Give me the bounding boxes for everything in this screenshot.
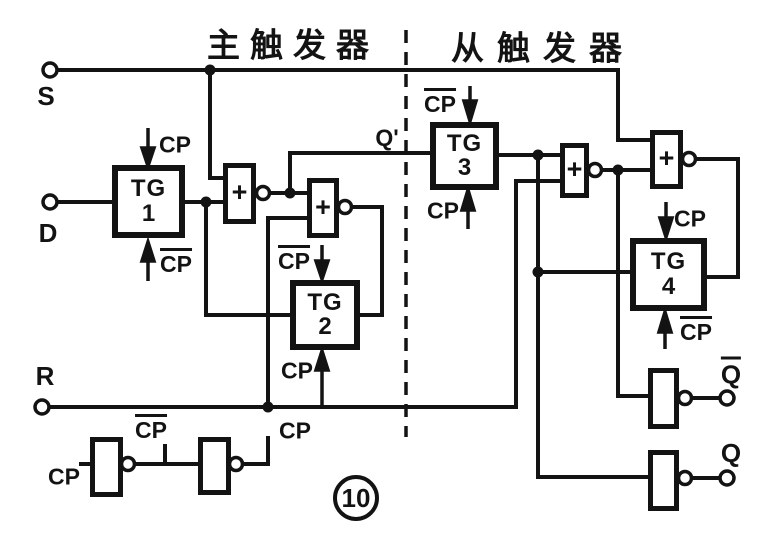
terminal-circles bbox=[33, 61, 736, 487]
d-input-label: D bbox=[38, 218, 58, 248]
tg3-box: TG 3 bbox=[430, 122, 499, 190]
s-input-label: S bbox=[37, 81, 55, 111]
terminal-s bbox=[41, 61, 59, 79]
bubble-nor3 bbox=[586, 161, 604, 179]
tg3-top-cpbar-label: CP bbox=[424, 88, 456, 116]
q-prime-label: Q' bbox=[375, 124, 399, 151]
terminal-r bbox=[33, 398, 51, 416]
tg3-number: 3 bbox=[457, 154, 472, 182]
arrow-down-icon bbox=[657, 216, 675, 243]
wire-s-branch bbox=[208, 70, 224, 180]
terminal-q bbox=[718, 469, 736, 487]
tg2-bottom-cp-label: CP bbox=[281, 357, 313, 384]
r-input-label: R bbox=[35, 361, 55, 391]
nor3-symbol: + bbox=[566, 154, 583, 184]
wire-cp-out bbox=[242, 436, 270, 466]
wire-slave-node-to-q bbox=[536, 155, 649, 479]
junction-dot bbox=[532, 149, 544, 161]
wire-nor4-to-tg4 bbox=[695, 157, 740, 279]
tg2-top-cpbar-label: CP bbox=[278, 245, 310, 273]
wire-nor3-to-qbar bbox=[616, 170, 649, 398]
nor1-gate: + bbox=[223, 163, 256, 224]
wire-q-prime bbox=[288, 151, 431, 193]
bubble-nor4 bbox=[680, 150, 698, 168]
terminal-d bbox=[41, 193, 59, 211]
arrow-down-icon bbox=[461, 99, 479, 128]
nor4-symbol: + bbox=[658, 143, 675, 173]
tg1-bottom-cpbar-label: CP bbox=[160, 248, 192, 276]
arrow-down-icon bbox=[313, 259, 331, 285]
nor2-gate: + bbox=[307, 178, 339, 238]
tg4-bottom-cpbar-label: CP bbox=[680, 316, 712, 344]
tg4-top-cp-label: CP bbox=[674, 205, 706, 232]
tg2-box: TG 2 bbox=[290, 280, 360, 350]
junction-dot bbox=[200, 196, 212, 208]
arrow-down-icon bbox=[139, 146, 157, 172]
tg3-bottom-cp-label: CP bbox=[427, 197, 459, 224]
inversion-bubbles bbox=[119, 150, 698, 487]
junction-dot bbox=[284, 187, 296, 199]
nor1-symbol: + bbox=[231, 177, 248, 207]
tg4-number: 4 bbox=[661, 272, 676, 300]
nor4-gate: + bbox=[650, 130, 683, 189]
junction-dot bbox=[204, 64, 216, 76]
clock-output-cp-label: CP bbox=[279, 417, 311, 444]
bubble-nor1 bbox=[254, 184, 272, 202]
nor3-gate: + bbox=[560, 143, 589, 198]
clock-inverter1-box bbox=[90, 437, 123, 497]
wire-nor2-to-tg2 bbox=[351, 205, 384, 317]
qbar-output-label: Q bbox=[720, 356, 742, 388]
figure-number: 10 bbox=[341, 482, 371, 513]
arrow-up-icon bbox=[459, 183, 477, 212]
q-output-label: Q bbox=[720, 438, 742, 468]
nor2-symbol: + bbox=[315, 191, 331, 222]
wire-s-line bbox=[57, 68, 651, 142]
clock-inverter2-box bbox=[198, 437, 231, 495]
tg3-label: TG bbox=[446, 129, 483, 157]
figure-number-badge: 10 bbox=[333, 475, 379, 521]
junction-dot bbox=[532, 266, 544, 278]
arrow-up-icon bbox=[656, 305, 674, 334]
clock-arrows bbox=[139, 86, 675, 408]
terminal-qbar bbox=[718, 389, 736, 407]
tg1-number: 1 bbox=[141, 199, 156, 227]
tg4-box: TG 4 bbox=[630, 238, 707, 311]
slave-section-title: 从触发器 bbox=[451, 29, 635, 67]
bubble-q-inv bbox=[676, 469, 694, 487]
qbar-inverter-box bbox=[648, 368, 679, 429]
bubble-qbar-inv bbox=[676, 389, 694, 407]
junction-dot bbox=[262, 401, 274, 413]
wire-tg2-feedback bbox=[204, 203, 291, 317]
clock-input-cp-label: CP bbox=[48, 463, 80, 490]
tg1-top-cp-label: CP bbox=[159, 131, 191, 158]
wires bbox=[49, 68, 740, 480]
q-inverter-box bbox=[648, 450, 679, 511]
bubble-nor2 bbox=[336, 198, 354, 216]
tg1-label: TG bbox=[130, 175, 167, 203]
tg1-box: TG 1 bbox=[112, 165, 185, 238]
tg2-number: 2 bbox=[318, 313, 332, 341]
junction-dot bbox=[612, 164, 624, 176]
tg4-label: TG bbox=[650, 248, 687, 276]
junction-dots bbox=[200, 64, 624, 413]
bubble-clock-inv2 bbox=[227, 455, 245, 473]
bubble-clock-inv1 bbox=[119, 455, 137, 473]
master-section-title: 主触发器 bbox=[207, 26, 379, 64]
arrow-up-icon bbox=[139, 236, 157, 263]
clock-cpbar-node-label: CP bbox=[135, 414, 167, 442]
arrow-up-icon bbox=[313, 345, 331, 372]
wire-r-branch-nor2 bbox=[266, 216, 308, 407]
tg2-label: TG bbox=[307, 288, 343, 316]
